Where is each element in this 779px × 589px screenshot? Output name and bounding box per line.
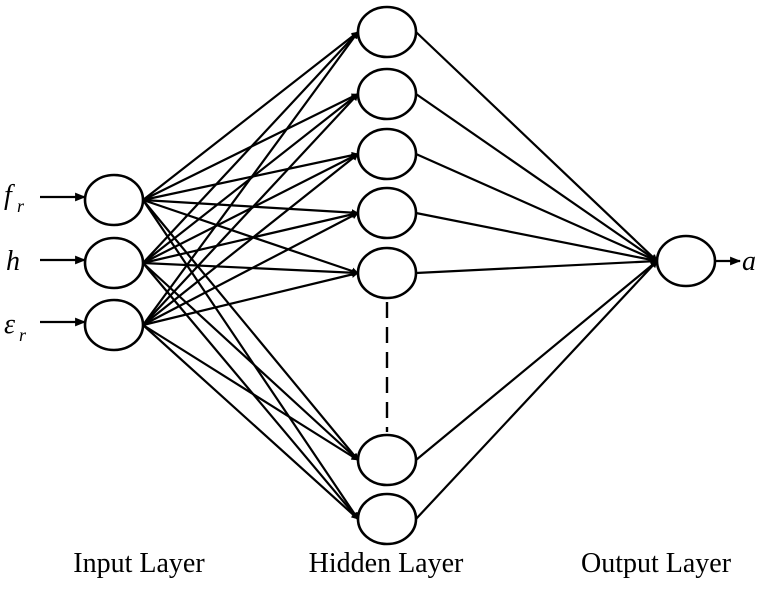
edge-input-2-hidden-1: [142, 31, 359, 264]
input-layer-label: Input Layer: [73, 548, 205, 579]
input-neuron-2: [83, 236, 145, 290]
edge-input-2-hidden-4: [142, 211, 359, 265]
hidden-neuron-7: [356, 492, 418, 546]
input-neuron-3: [83, 298, 145, 352]
hidden-neuron-6: [356, 433, 418, 487]
input-subscript-er: r: [19, 325, 27, 345]
edge-hidden-7-output: [415, 260, 658, 520]
edge-input-3-hidden-2: [142, 93, 359, 326]
edge-input-2-hidden-6: [142, 262, 359, 461]
output-neuron: [655, 234, 717, 288]
edge-hidden-2-output: [415, 93, 658, 262]
hidden-neuron-3: [356, 127, 418, 181]
input-neuron-1: [83, 173, 145, 227]
edge-hidden-5-output: [415, 257, 658, 275]
input-label-fr: f r: [4, 180, 25, 216]
input-symbol-fr: f: [4, 180, 15, 211]
edge-input-1-hidden-4: [142, 198, 359, 217]
neurons: [83, 5, 717, 546]
edge-input-1-hidden-5: [142, 198, 359, 275]
output-symbol: a: [742, 246, 756, 277]
hidden-neuron-5: [356, 246, 418, 300]
edge-input-3-hidden-4: [142, 212, 359, 326]
edge-input-3-hidden-3: [142, 153, 359, 326]
hidden-neuron-2: [356, 67, 418, 121]
input-symbol-h: h: [6, 246, 20, 277]
output-layer-label: Output Layer: [581, 548, 732, 579]
edge-hidden-1-output: [415, 31, 658, 262]
edge-input-1-hidden-7: [142, 199, 359, 520]
input-symbol-er: ε: [4, 309, 15, 340]
edge-hidden-3-output: [415, 152, 658, 263]
input-label-h: h: [6, 246, 20, 277]
input-label-er: ε r: [4, 309, 27, 345]
edge-input-3-hidden-7: [142, 324, 359, 520]
edge-input-2-hidden-7: [142, 262, 359, 520]
edge-input-3-hidden-5: [142, 271, 359, 327]
edge-input-3-hidden-6: [142, 324, 359, 461]
edge-hidden-6-output: [415, 260, 658, 461]
edge-input-3-hidden-1: [142, 31, 359, 326]
edge-hidden-4-output: [415, 211, 658, 264]
hidden-layer-label: Hidden Layer: [309, 548, 464, 579]
edge-input-1-hidden-6: [142, 199, 359, 461]
connections: [40, 31, 742, 520]
hidden-neuron-4: [356, 186, 418, 240]
input-subscript-fr: r: [17, 196, 25, 216]
hidden-neuron-1: [356, 5, 418, 59]
edge-input-1-hidden-1: [142, 31, 359, 201]
